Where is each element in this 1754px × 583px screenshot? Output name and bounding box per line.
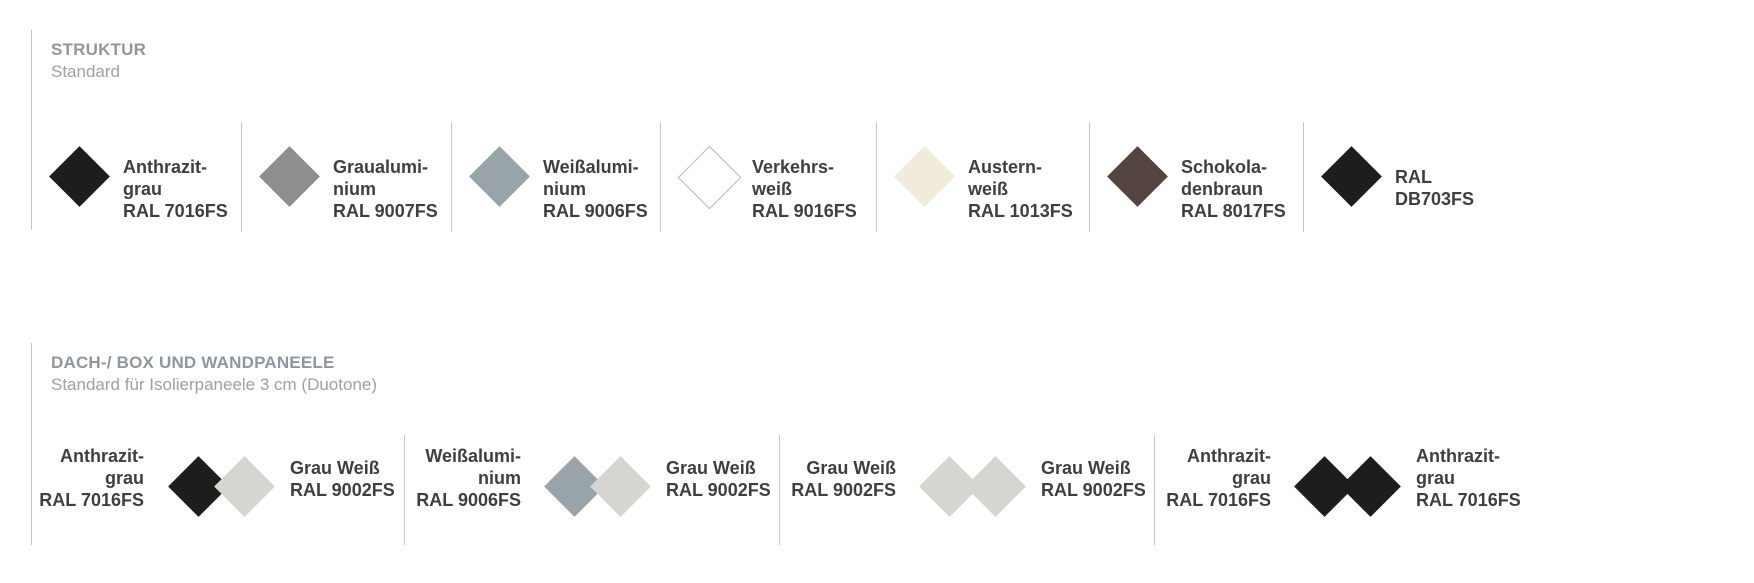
swatch-label-line: grau bbox=[104, 468, 144, 488]
swatch-divider bbox=[1303, 122, 1304, 232]
swatch-label-line: Anthrazit- bbox=[1416, 446, 1500, 466]
swatch-label-line: RAL bbox=[1395, 167, 1432, 187]
color-swatch-diamond-right bbox=[965, 456, 1026, 517]
section-subtitle: Standard für Isolierpaneele 3 cm (Duoton… bbox=[51, 375, 378, 394]
swatch-label-line: Weißalumi- bbox=[425, 446, 521, 466]
swatch-label-line: grau bbox=[123, 179, 163, 199]
swatch-label-line: Schokola- bbox=[1181, 157, 1268, 177]
swatch-label-line: Graualumi- bbox=[333, 157, 429, 177]
color-swatch-diamond-right bbox=[590, 456, 651, 517]
swatch-label-line: DB703FS bbox=[1395, 189, 1475, 209]
color-swatch-diamond bbox=[49, 146, 110, 207]
swatch-label-line: RAL 7016FS bbox=[1166, 490, 1271, 510]
swatch-label-line: Anthrazit- bbox=[123, 157, 207, 177]
section-title: STRUKTUR bbox=[51, 40, 147, 59]
swatch-label-line: RAL 1013FS bbox=[968, 201, 1073, 221]
swatch-label-line: RAL 9002FS bbox=[791, 480, 896, 500]
swatch-divider bbox=[876, 122, 877, 232]
swatch-divider bbox=[1089, 122, 1090, 232]
color-swatch-diamond bbox=[677, 145, 742, 210]
swatch-label-line: RAL 9016FS bbox=[752, 201, 857, 221]
swatch-label-line: Verkehrs- bbox=[752, 157, 835, 177]
section-title: DACH-/ BOX UND WANDPANEELE bbox=[51, 353, 335, 372]
color-swatch-diamond bbox=[894, 146, 955, 207]
swatch-label-line: Grau Weiß bbox=[806, 458, 896, 478]
swatch-label-line: denbraun bbox=[1181, 179, 1264, 199]
swatch-label-line: Anthrazit- bbox=[1187, 446, 1271, 466]
swatch-label-line: nium bbox=[478, 468, 521, 488]
swatch-label-line: RAL 8017FS bbox=[1181, 201, 1286, 221]
swatch-label-line: weiß bbox=[752, 179, 793, 199]
swatch-divider bbox=[1154, 435, 1155, 545]
swatch-divider bbox=[451, 122, 452, 232]
swatch-label-line: RAL 9007FS bbox=[333, 201, 438, 221]
swatch-label-line: RAL 9002FS bbox=[666, 480, 771, 500]
swatch-divider bbox=[660, 122, 661, 232]
color-swatch-diamond-right bbox=[1340, 456, 1401, 517]
swatch-divider bbox=[241, 122, 242, 232]
swatch-label-line: Grau Weiß bbox=[1041, 458, 1131, 478]
color-swatch-diamond bbox=[259, 146, 320, 207]
swatch-label-line: nium bbox=[543, 179, 586, 199]
swatch-label-line: RAL 7016FS bbox=[39, 490, 144, 510]
swatch-label-line: RAL 9002FS bbox=[290, 480, 395, 500]
swatch-label-line: grau bbox=[1231, 468, 1271, 488]
section-subtitle: Standard bbox=[51, 62, 120, 81]
swatch-label-line: RAL 9006FS bbox=[416, 490, 521, 510]
swatch-label-line: nium bbox=[333, 179, 376, 199]
swatch-label-line: Austern- bbox=[968, 157, 1043, 177]
swatch-label-line: Grau Weiß bbox=[666, 458, 756, 478]
paneele-section: DACH-/ BOX UND WANDPANEELE Standard für … bbox=[31, 343, 1732, 545]
swatch-label-line: weiß bbox=[968, 179, 1009, 199]
swatch-label-line: RAL 9006FS bbox=[543, 201, 648, 221]
swatch-divider bbox=[779, 435, 780, 545]
color-swatch-diamond bbox=[1107, 146, 1168, 207]
color-swatch-diamond bbox=[1321, 146, 1382, 207]
swatch-label-line: Anthrazit- bbox=[60, 446, 144, 466]
swatch-label-line: Grau Weiß bbox=[290, 458, 380, 478]
color-swatch-diamond bbox=[469, 146, 530, 207]
swatch-divider bbox=[404, 435, 405, 545]
swatch-label-line: RAL 9002FS bbox=[1041, 480, 1146, 500]
color-swatch-diamond-right bbox=[214, 456, 275, 517]
swatch-label-line: RAL 7016FS bbox=[123, 201, 228, 221]
swatch-label-line: Weißalumi- bbox=[543, 157, 639, 177]
swatch-label-line: grau bbox=[1416, 468, 1456, 488]
swatch-label-line: RAL 7016FS bbox=[1416, 490, 1521, 510]
